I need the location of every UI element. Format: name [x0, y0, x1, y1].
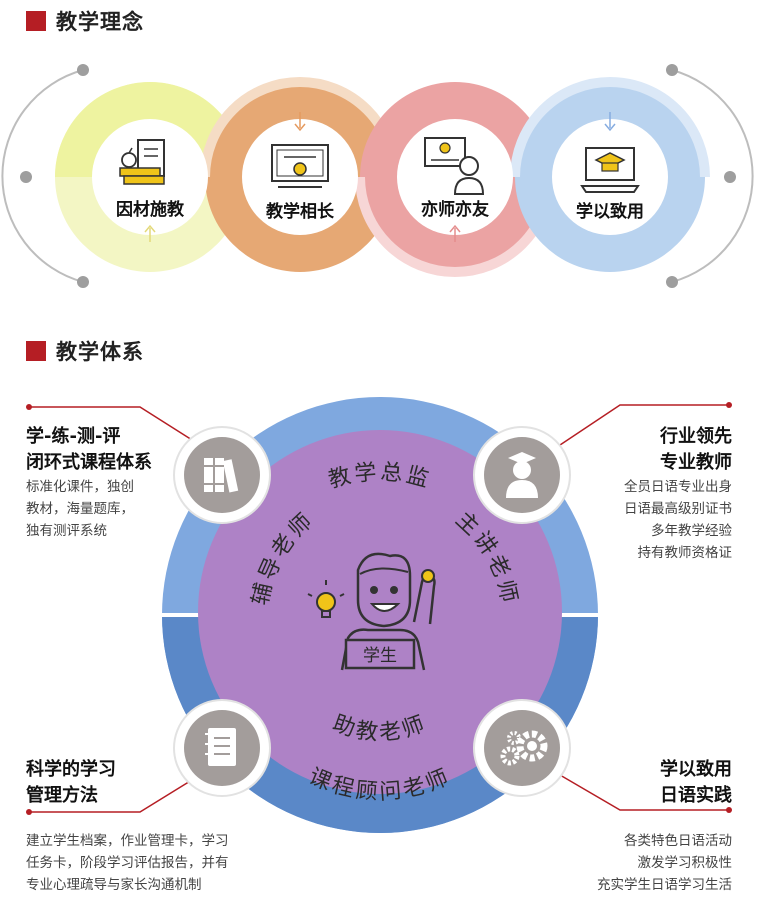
feature-bottom-right-lines: 各类特色日语活动 激发学习积极性 充实学生日语学习生活 — [522, 830, 732, 896]
feature-line: 充实学生日语学习生活 — [597, 877, 732, 893]
philosophy-diagram — [1, 64, 754, 288]
feature-line: 全员日语专业出身 — [624, 479, 732, 495]
system-diagram: 教学总监 课程顾问老师 辅导老师 主讲老师 助教老师 — [26, 397, 732, 833]
feature-line: 日语最高级别证书 — [624, 501, 732, 517]
title-marker — [26, 341, 46, 361]
feature-line: 激发学习积极性 — [637, 855, 733, 871]
philosophy-label-1: 因材施教 — [116, 200, 184, 220]
connector-bottom-left — [29, 774, 201, 813]
connector-top-right — [559, 404, 729, 446]
teacher-icon — [506, 452, 538, 498]
feature-top-right: 行业领先 专业教师 全员日语专业出身 日语最高级别证书 多年教学经验 持有教师资… — [560, 424, 732, 564]
feature-line: 专业心理疏导与家长沟通机制 — [26, 877, 202, 893]
notebook-icon — [205, 728, 236, 766]
feature-title: 日语实践 — [660, 785, 732, 806]
outer-arc-left — [1, 69, 84, 283]
arc-dot — [666, 276, 678, 288]
arc-dot — [724, 171, 736, 183]
feature-line: 独有测评系统 — [26, 523, 107, 539]
arc-dot — [77, 64, 89, 76]
feature-line: 标准化课件，独创 — [26, 479, 134, 495]
feature-bottom-left-lines: 建立学生档案，作业管理卡，学习 任务卡，阶段学习评估报告，并有 专业心理疏导与家… — [26, 830, 326, 896]
graduation-laptop-icon — [580, 147, 640, 193]
gears-icon — [500, 730, 548, 766]
feature-bottom-left-title: 科学的学习 管理方法 — [26, 757, 176, 809]
certificate-icon — [271, 144, 329, 188]
feature-line: 持有教师资格证 — [637, 545, 733, 561]
title-marker — [26, 11, 46, 31]
section-title-philosophy: 教学理念 — [26, 6, 144, 36]
teacher-screen-icon — [424, 137, 485, 195]
student-icon: 学生 — [307, 552, 436, 671]
feature-title: 学-练-测-评 — [26, 426, 121, 447]
outer-arc-right — [671, 69, 754, 283]
philosophy-label-3: 亦师亦友 — [421, 200, 489, 220]
feature-line: 建立学生档案，作业管理卡，学习 — [26, 833, 229, 849]
svg-text:学生: 学生 — [363, 646, 397, 666]
arc-dot — [666, 64, 678, 76]
feature-line: 多年教学经验 — [651, 523, 732, 539]
feature-title: 专业教师 — [660, 452, 732, 473]
books-icon — [204, 458, 239, 493]
arc-dot — [20, 171, 32, 183]
philosophy-label-2: 教学相长 — [266, 202, 334, 222]
feature-title: 学以致用 — [660, 759, 732, 780]
connector-top-left — [29, 406, 201, 446]
section-title-system: 教学体系 — [26, 336, 144, 366]
feature-line: 教材，海量题库， — [26, 501, 134, 517]
feature-circle-bottom-right — [473, 699, 571, 797]
feature-line: 任务卡，阶段学习评估报告，并有 — [26, 855, 229, 871]
philosophy-label-4: 学以致用 — [576, 202, 644, 222]
feature-top-left: 学-练-测-评 闭环式课程体系 标准化课件，独创 教材，海量题库， 独有测评系统 — [26, 424, 196, 542]
feature-bottom-right-title: 学以致用 日语实践 — [580, 757, 732, 809]
student-badge — [344, 638, 416, 670]
feature-title: 管理方法 — [26, 785, 98, 806]
feature-title: 闭环式课程体系 — [26, 452, 152, 473]
feature-title: 科学的学习 — [26, 759, 116, 780]
books-apple-icon — [119, 139, 165, 185]
arc-dot — [77, 276, 89, 288]
feature-line: 各类特色日语活动 — [624, 833, 732, 849]
feature-circle-top-right — [473, 426, 571, 524]
feature-title: 行业领先 — [660, 426, 732, 447]
feature-circle-bottom-left — [173, 699, 271, 797]
connector-bottom-right — [559, 774, 729, 811]
feature-circle-top-left — [173, 426, 271, 524]
